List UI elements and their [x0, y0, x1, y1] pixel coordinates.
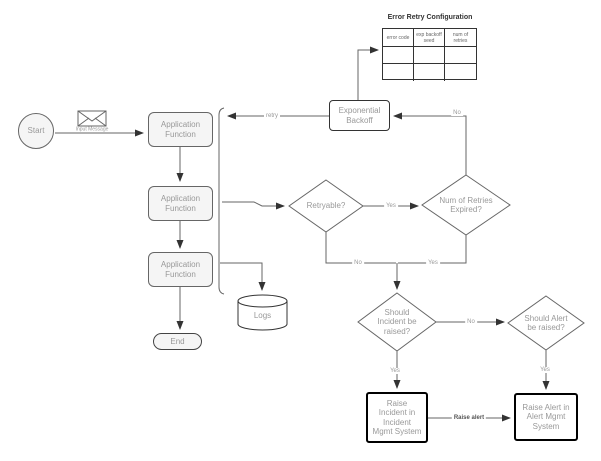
bracket-shape [218, 107, 225, 295]
error-retry-table: error code exp backoff seed num of retri… [382, 28, 477, 81]
edge-numretries-no-to-backoff [393, 112, 467, 175]
table-title: Error Retry Configuration [387, 14, 473, 21]
table-cell-empty [414, 64, 445, 81]
edge-backoff-to-table [357, 46, 379, 100]
yes-alert-label: Yes [538, 367, 552, 373]
logs-cylinder-shape [237, 294, 288, 331]
table-cell-empty [445, 64, 476, 81]
edge-retryable-no-branch [325, 232, 396, 264]
retryable-label: Retryable? [306, 201, 346, 211]
input-message-label: Input Message [73, 126, 111, 133]
table-header-error-code: error code [383, 29, 414, 47]
table-header-num-of-retries: num of retries [445, 29, 476, 47]
no-backoff-label: No [451, 110, 463, 116]
application-function-node-2: Application Function [148, 186, 213, 221]
envelope-icon [77, 110, 107, 127]
retryable-diamond [288, 179, 364, 233]
should-incident-label: Should Incident be raised? [377, 308, 417, 336]
end-node: End [153, 333, 202, 350]
should-incident-diamond [357, 292, 437, 352]
table-header-exp-backoff-seed: exp backoff seed [414, 29, 445, 47]
exponential-backoff-node: Exponential Backoff [329, 100, 390, 131]
raise-alert-node: Raise Alert in Alert Mgmt System [514, 393, 578, 441]
table-cell-empty [445, 47, 476, 64]
table-cell-empty [383, 64, 414, 81]
start-node: Start [18, 113, 54, 149]
raise-incident-node: Raise Incident in Incident Mgmt System [366, 392, 428, 443]
edge-bracket-to-retryable [222, 201, 285, 210]
raise-alert-edge-label: Raise alert [451, 415, 487, 421]
table-cell-empty [414, 47, 445, 64]
yes-retryable-label: Yes [384, 203, 398, 209]
logs-label: Logs [253, 311, 272, 321]
edge-bracket-to-logs [220, 262, 266, 291]
retry-label: retry [264, 113, 280, 119]
should-alert-label: Should Alert be raised? [524, 313, 568, 332]
num-retries-label: Num of Retries Expired? [439, 195, 493, 214]
application-function-node-3: Application Function [148, 252, 213, 287]
application-function-node-1: Application Function [148, 112, 213, 147]
should-alert-diamond [507, 295, 585, 351]
no-retryable-label: No [352, 260, 364, 266]
num-retries-diamond [421, 174, 511, 236]
table-cell-empty [383, 47, 414, 64]
yes-expired-label: Yes [426, 260, 440, 266]
no-incident-label: No [465, 319, 477, 325]
yes-incident-label: Yes [388, 368, 402, 374]
edge-numretries-yes-branch [398, 235, 467, 264]
